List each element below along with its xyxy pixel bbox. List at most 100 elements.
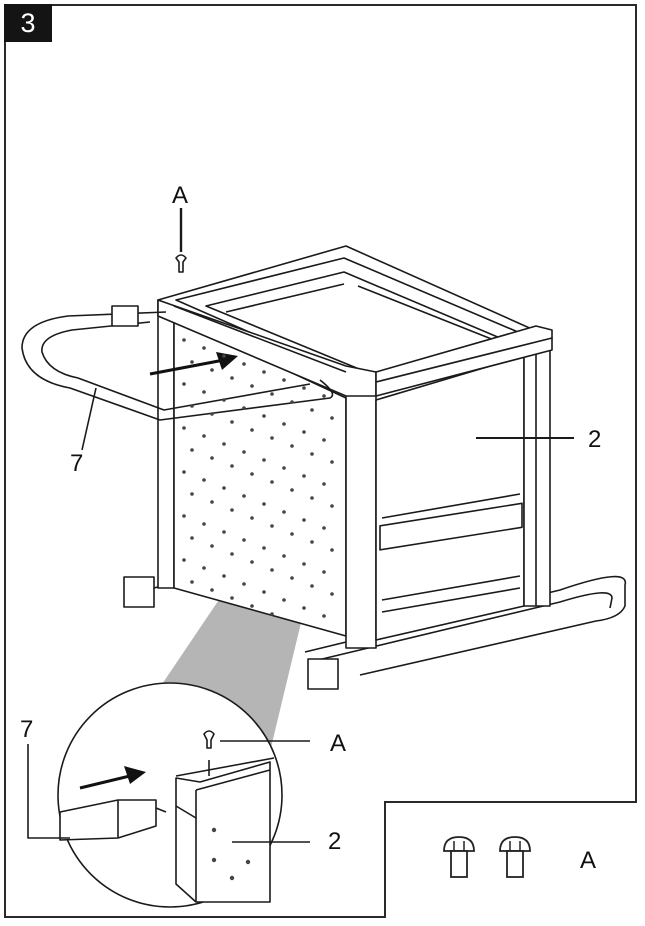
- perforation-hole: [230, 464, 234, 468]
- base-rail: [304, 575, 627, 676]
- perforation-hole: [222, 574, 226, 578]
- perforation-hole: [190, 580, 194, 584]
- perforation-hole: [270, 524, 274, 528]
- detail-frame-corner: [175, 761, 271, 903]
- perforation-hole: [270, 568, 274, 572]
- perforation-hole: [250, 384, 254, 388]
- perforation-hole: [222, 530, 226, 534]
- perforation-hole: [290, 400, 294, 404]
- perforation-hole: [282, 422, 286, 426]
- perforation-hole: [210, 412, 214, 416]
- perforation-hole: [222, 354, 226, 358]
- perforation-hole: [262, 370, 266, 374]
- screw-top: [175, 254, 187, 273]
- callout-screw-a: A: [172, 182, 189, 209]
- callout-detail-frame-2: 2: [328, 828, 342, 855]
- parts-label: A: [580, 847, 597, 874]
- perforation-hole: [262, 502, 266, 506]
- perforation-hole: [330, 460, 334, 464]
- perforation-hole: [322, 614, 326, 618]
- perforation-hole: [290, 532, 294, 536]
- perforation-hole: [242, 450, 246, 454]
- perforation-hole: [202, 522, 206, 526]
- perforation-hole: [210, 544, 214, 548]
- perforation-hole: [310, 452, 314, 456]
- screw-a-icon: [498, 835, 532, 886]
- perforation-hole: [282, 510, 286, 514]
- perforation-hole: [182, 514, 186, 518]
- perforation-hole: [190, 404, 194, 408]
- post-back-right: [523, 347, 551, 607]
- perforation-hole: [262, 546, 266, 550]
- handle-end-block: [111, 305, 139, 327]
- perforation-hole: [330, 504, 334, 508]
- perforation-hole: [250, 604, 254, 608]
- perforation-hole: [250, 428, 254, 432]
- perforation-hole: [210, 456, 214, 460]
- perforation-hole: [182, 470, 186, 474]
- handle-bar: [21, 311, 334, 421]
- perforation-hole: [230, 376, 234, 380]
- perforation-hole: [242, 406, 246, 410]
- perforation-hole: [242, 362, 246, 366]
- callout-handle-7: 7: [70, 450, 84, 477]
- perforation-hole: [182, 382, 186, 386]
- perforation-hole: [182, 426, 186, 430]
- crossbar-mid: [379, 502, 523, 551]
- perforation-hole: [322, 482, 326, 486]
- perforation-hole: [242, 582, 246, 586]
- perforation-hole: [322, 570, 326, 574]
- perforation-hole: [211, 857, 217, 863]
- perforation-hole: [245, 859, 251, 865]
- perforation-hole: [270, 436, 274, 440]
- perforation-hole: [230, 508, 234, 512]
- perforation-hole: [290, 576, 294, 580]
- perforation-hole: [310, 496, 314, 500]
- perforation-hole: [182, 558, 186, 562]
- perforation-hole: [242, 538, 246, 542]
- perforation-hole: [250, 560, 254, 564]
- perforation-hole: [190, 448, 194, 452]
- screw-a-icon: [442, 835, 476, 886]
- perforation-hole: [302, 518, 306, 522]
- step-number-badge: 3: [4, 4, 52, 42]
- perforation-hole: [190, 536, 194, 540]
- perforation-hole: [229, 875, 235, 881]
- perforation-hole: [242, 494, 246, 498]
- perforation-hole: [270, 480, 274, 484]
- perforation-hole: [282, 598, 286, 602]
- perforation-hole: [182, 338, 186, 342]
- perforation-hole: [302, 430, 306, 434]
- perforation-hole: [262, 458, 266, 462]
- perforation-hole: [302, 606, 306, 610]
- perforation-hole: [202, 434, 206, 438]
- perforation-hole: [190, 360, 194, 364]
- parts-box: A: [384, 801, 637, 918]
- perforation-hole: [282, 466, 286, 470]
- perforation-hole: [210, 500, 214, 504]
- perforation-hole: [230, 552, 234, 556]
- perforation-hole: [202, 566, 206, 570]
- post-back-left: [157, 299, 175, 589]
- perforation-hole: [222, 398, 226, 402]
- post-front-left: [345, 371, 377, 649]
- base-foot-left: [123, 576, 155, 608]
- perforation-hole: [282, 378, 286, 382]
- perforation-hole: [230, 596, 234, 600]
- perforation-hole: [202, 390, 206, 394]
- perforation-hole: [202, 478, 206, 482]
- perforation-hole: [290, 444, 294, 448]
- perforation-hole: [262, 590, 266, 594]
- perforation-hole: [250, 472, 254, 476]
- detail-screw: [203, 730, 215, 749]
- perforation-hole: [270, 612, 274, 616]
- perforation-hole: [290, 488, 294, 492]
- perforation-hole: [202, 346, 206, 350]
- perforation-hole: [210, 368, 214, 372]
- callout-detail-handle-7: 7: [20, 716, 34, 743]
- perforation-hole: [302, 386, 306, 390]
- perforation-hole: [190, 492, 194, 496]
- perforation-hole: [322, 438, 326, 442]
- perforation-hole: [270, 392, 274, 396]
- callout-frame-2: 2: [588, 426, 602, 453]
